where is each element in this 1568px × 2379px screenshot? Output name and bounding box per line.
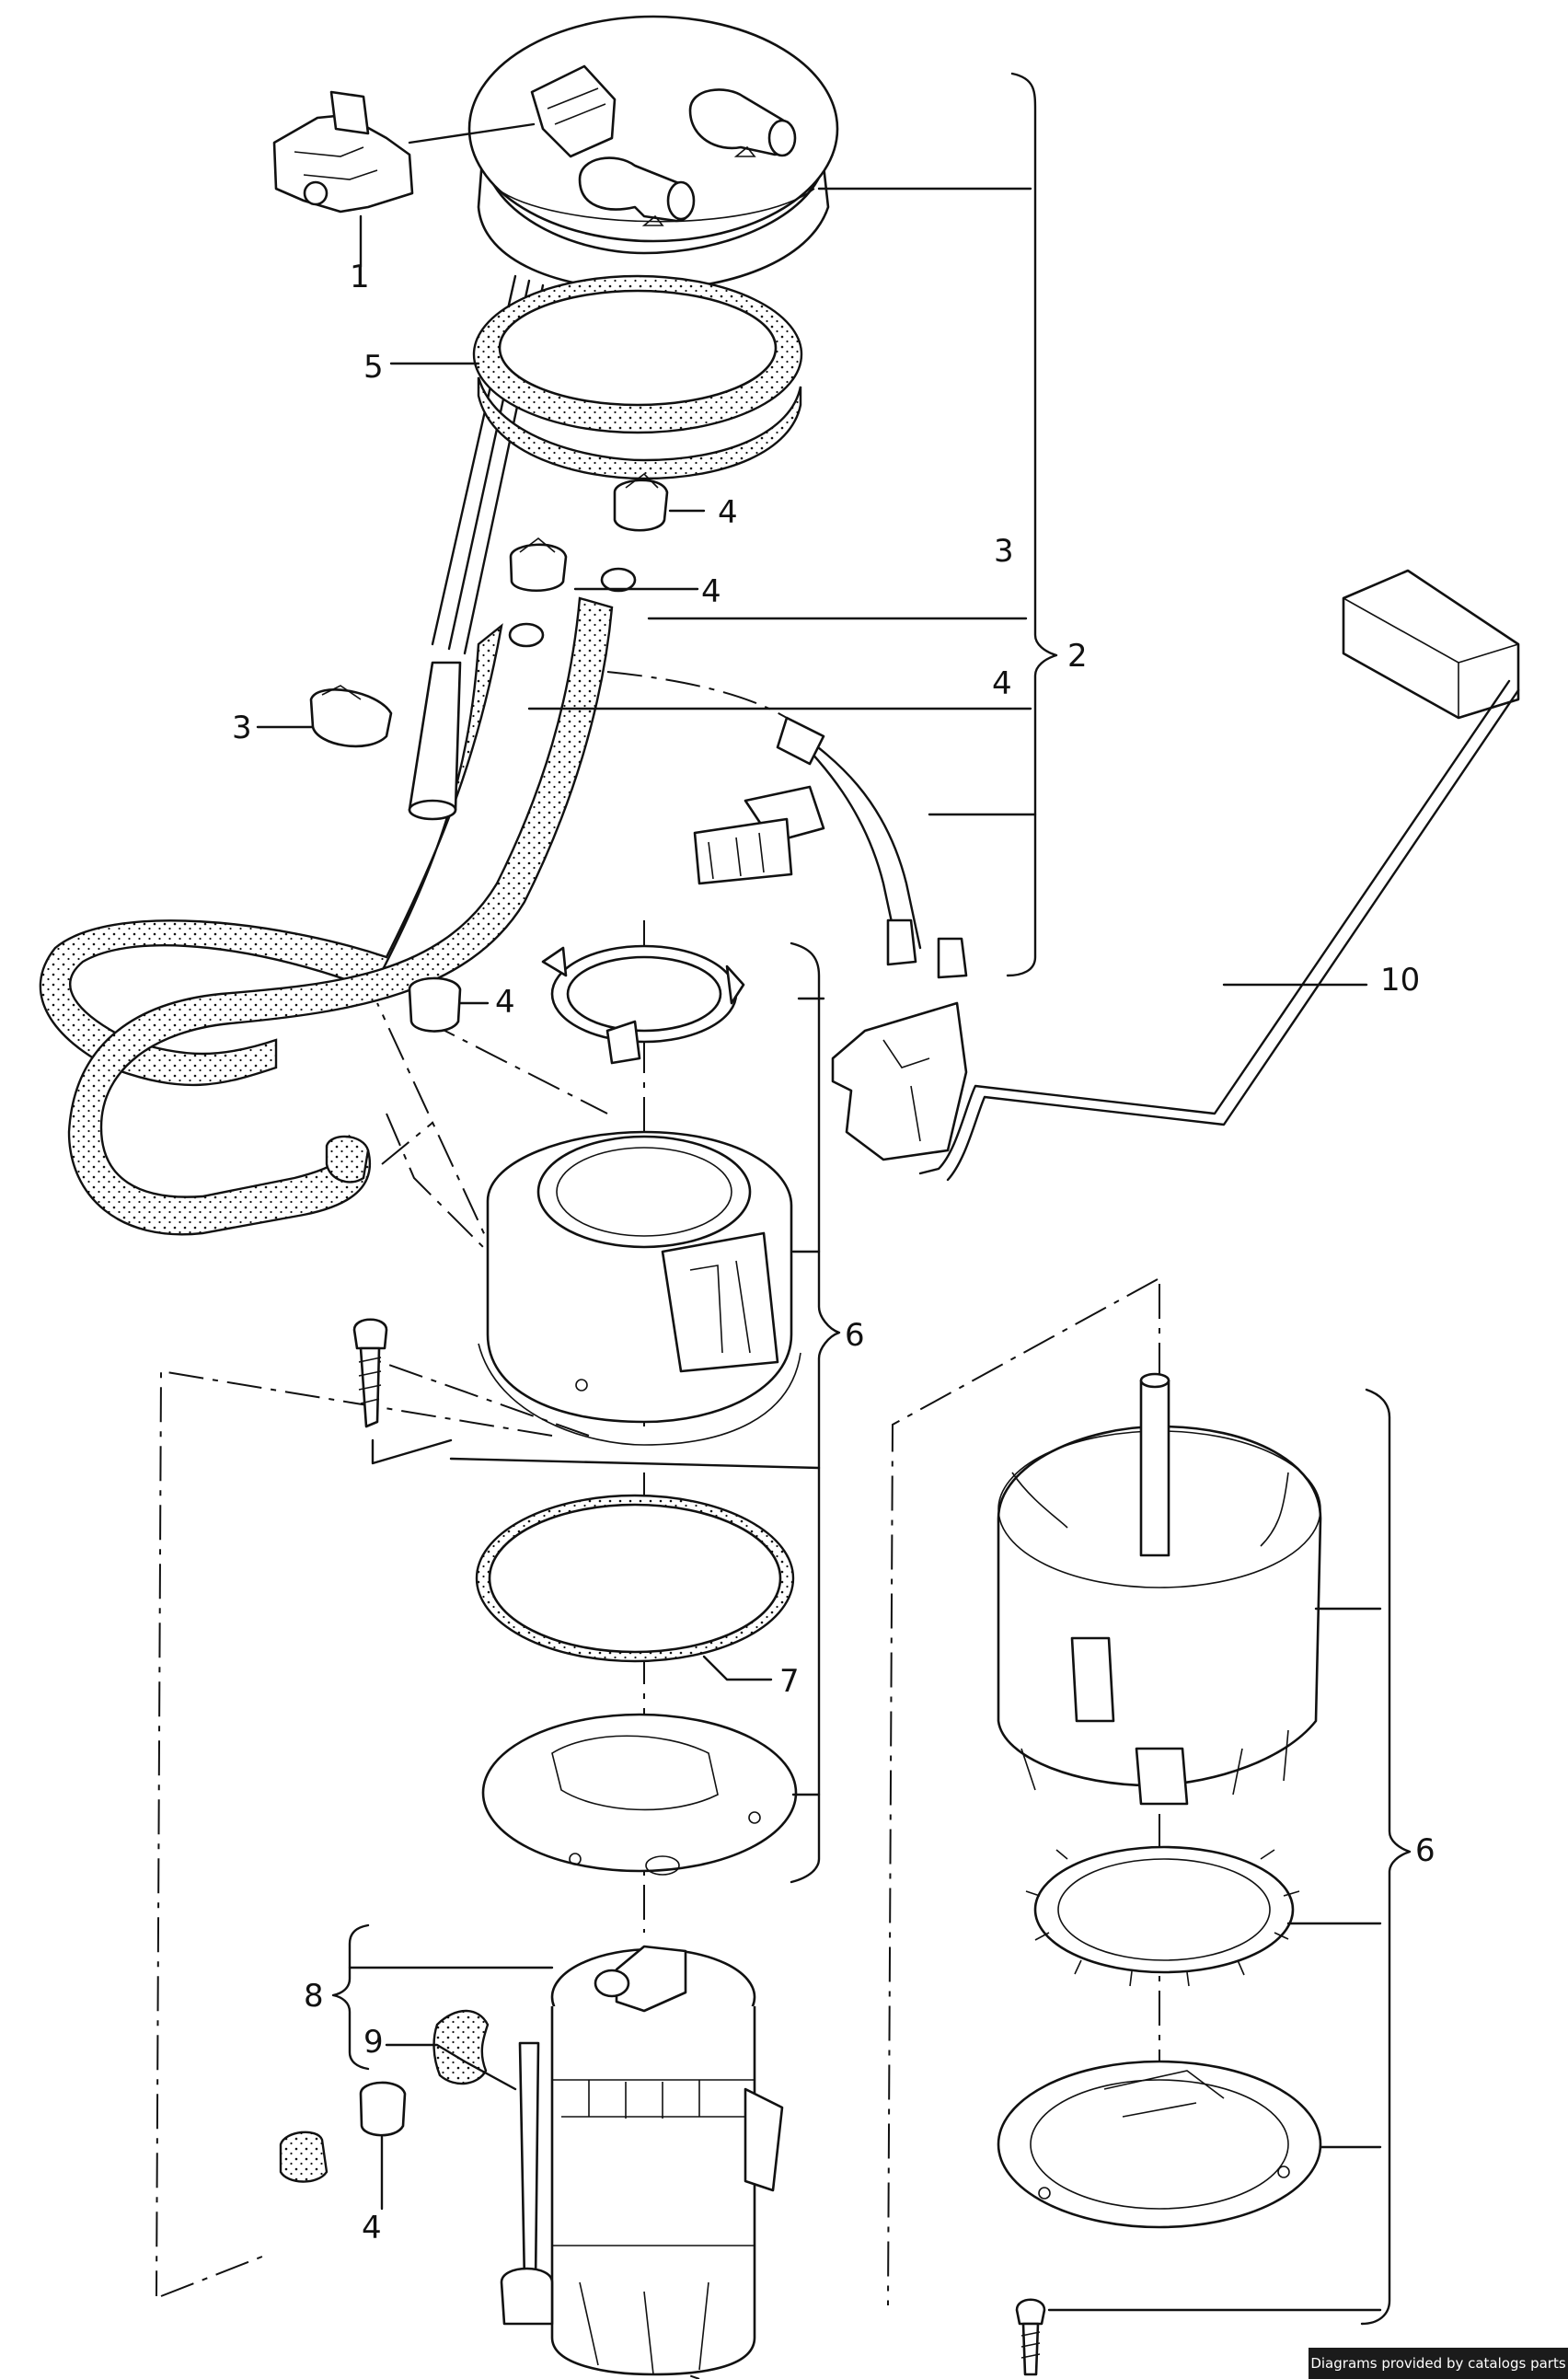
callout-4-bracket: 4 <box>992 665 1012 702</box>
wiring-harness <box>693 716 968 979</box>
level-sender <box>831 569 1520 1182</box>
callout-numbers: 1 5 4 4 3 2 4 3 4 10 6 7 6 8 9 4 <box>232 259 1435 2246</box>
callout-4-clip-left: 4 <box>495 984 515 1021</box>
connector-plug <box>272 90 536 214</box>
callout-2: 2 <box>1067 638 1088 675</box>
callout-4-clip-bottom: 4 <box>362 2210 382 2246</box>
fuel-pump <box>500 1945 784 2376</box>
callout-4-clip-top: 4 <box>718 494 738 531</box>
leader-lines <box>256 72 1412 2326</box>
pump-housing-left <box>352 944 821 1876</box>
callout-3-clip: 3 <box>232 710 252 746</box>
callout-3-bracket: 3 <box>994 533 1014 570</box>
credit-banner: Diagrams provided by catalogs parts <box>1309 2348 1568 2379</box>
callout-1: 1 <box>350 259 370 295</box>
callout-7: 7 <box>779 1663 800 1700</box>
callout-6-left: 6 <box>845 1317 865 1354</box>
callout-6-right: 6 <box>1415 1832 1435 1869</box>
seal-ring <box>472 274 803 480</box>
pump-housing-right <box>997 1372 1322 2376</box>
callout-8: 8 <box>304 1978 324 2015</box>
callout-5: 5 <box>363 349 384 386</box>
fuel-hoses <box>39 567 637 1236</box>
callout-9: 9 <box>363 2024 384 2061</box>
fuel-sender-flange <box>431 15 839 655</box>
callout-4-clip-mid: 4 <box>701 573 721 610</box>
callout-10: 10 <box>1380 962 1420 999</box>
hose-clips <box>309 472 669 2137</box>
